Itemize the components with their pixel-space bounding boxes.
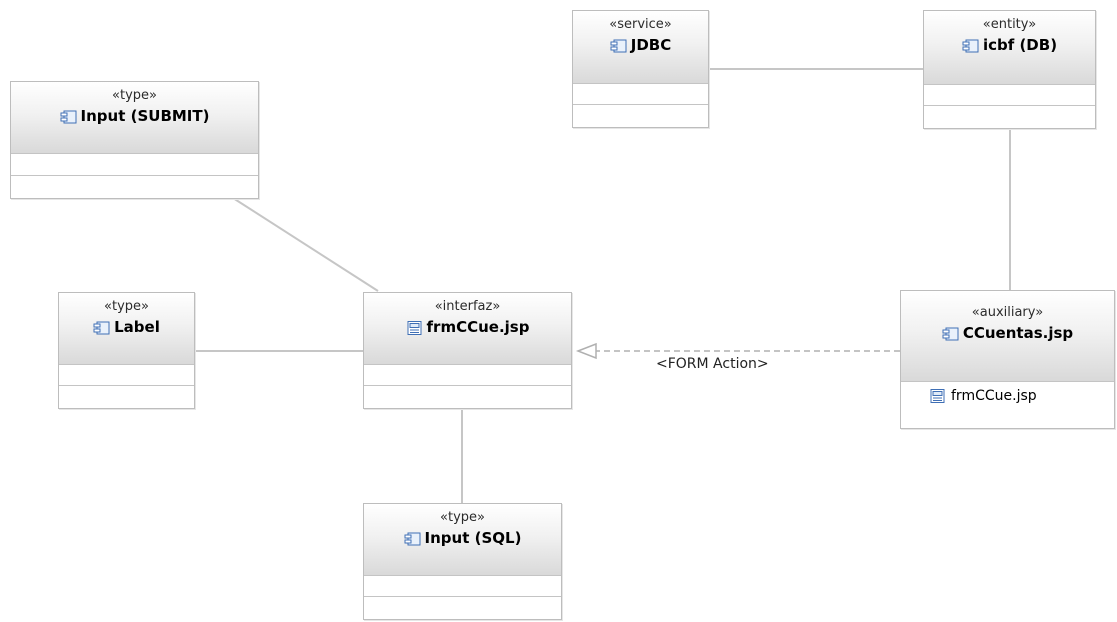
form-action-label: <FORM Action>: [656, 356, 769, 372]
class-jdbc[interactable]: «service» JDBC: [572, 10, 709, 128]
operations-compartment: [59, 386, 194, 408]
class-ccuentas-jsp[interactable]: «auxiliary» CCuentas.jsp frmCCue.jsp: [900, 290, 1115, 429]
attributes-compartment: [573, 84, 708, 105]
class-name: frmCCue.jsp: [426, 318, 530, 336]
class-header: «auxiliary» CCuentas.jsp: [901, 291, 1114, 382]
operations-compartment: [924, 106, 1095, 128]
attributes-compartment: [364, 576, 561, 597]
class-name: CCuentas.jsp: [962, 324, 1074, 342]
attribute-name: frmCCue.jsp: [951, 388, 1037, 404]
stereotype-label: «type»: [112, 88, 157, 103]
stereotype-label: «interfaz»: [434, 299, 501, 314]
component-icon: [60, 110, 77, 123]
stereotype-label: «auxiliary»: [971, 305, 1044, 320]
component-icon: [610, 39, 627, 52]
class-name: JDBC: [630, 36, 672, 54]
component-icon: [962, 39, 979, 52]
attributes-compartment: frmCCue.jsp: [901, 382, 1114, 428]
attribute-row[interactable]: frmCCue.jsp: [901, 382, 1114, 404]
operations-compartment: [364, 597, 561, 619]
class-icbf-db[interactable]: «entity» icbf (DB): [923, 10, 1096, 129]
stereotype-label: «entity»: [982, 17, 1037, 32]
attributes-compartment: [11, 154, 258, 176]
realization-arrowhead: [575, 342, 597, 360]
component-icon: [942, 327, 959, 340]
class-name: Label: [114, 318, 160, 336]
jsp-page-icon: [930, 389, 945, 403]
operations-compartment: [11, 176, 258, 198]
stereotype-label: «type»: [104, 299, 149, 314]
class-header: «type» Label: [59, 293, 194, 365]
class-name: Input (SUBMIT): [80, 107, 210, 125]
class-name: icbf (DB): [982, 36, 1058, 54]
operations-compartment: [573, 105, 708, 127]
attributes-compartment: [364, 365, 571, 386]
class-header: «type» Input (SQL): [364, 504, 561, 576]
class-input-sql[interactable]: «type» Input (SQL): [363, 503, 562, 620]
class-label[interactable]: «type» Label: [58, 292, 195, 409]
component-icon: [93, 321, 110, 334]
component-icon: [404, 532, 421, 545]
class-frmccue-jsp[interactable]: «interfaz» frmCCue.jsp: [363, 292, 572, 409]
class-header: «interfaz» frmCCue.jsp: [364, 293, 571, 365]
edge-input-submit-frmccue[interactable]: [232, 197, 379, 292]
stereotype-label: «service»: [609, 17, 672, 32]
class-name: Input (SQL): [424, 529, 522, 547]
class-input-submit[interactable]: «type» Input (SUBMIT): [10, 81, 259, 199]
stereotype-label: «type»: [440, 510, 485, 525]
class-header: «service» JDBC: [573, 11, 708, 84]
operations-compartment: [364, 386, 571, 408]
attributes-compartment: [924, 85, 1095, 106]
class-header: «type» Input (SUBMIT): [11, 82, 258, 154]
jsp-page-icon: [407, 320, 422, 335]
class-header: «entity» icbf (DB): [924, 11, 1095, 85]
attributes-compartment: [59, 365, 194, 386]
